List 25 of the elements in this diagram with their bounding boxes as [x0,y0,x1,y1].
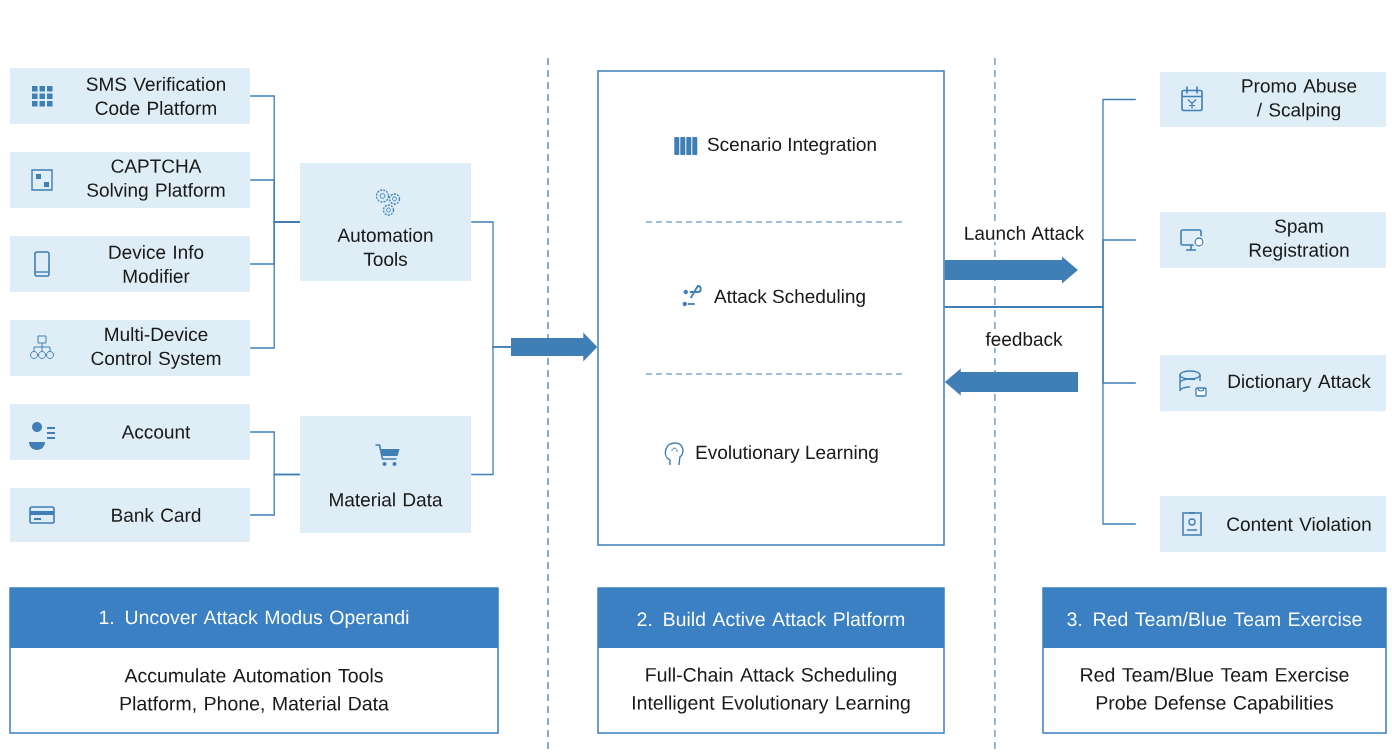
connector-line [249,473,301,516]
labelled-box: Material Data [300,416,471,533]
labelled-box: Promo Abuse / Scalping [1160,72,1386,127]
labelled-box: Content Violation [1160,496,1386,552]
step-card: 3. Red Team/Blue Team Exercise Red Team/Blue Team Exercise Probe Defense Capabilities [1042,587,1387,734]
edge-label: feedback [983,330,1065,348]
step-card: 2. Build Active Attack Platform Full-Chain Attack Scheduling Intelligent Evolutionary Learning [597,587,945,734]
step-card: 1. Uncover Attack Modus Operandi Accumulate Automation Tools Platform, Phone, Material Data [9,587,499,734]
labelled-box: Dictionary Attack [1160,355,1386,411]
labelled-box: Account [10,404,250,460]
labelled-box: Bank Card [10,488,250,542]
labelled-box: Automation Tools [300,163,471,281]
step-label: Evolutionary Learning [696,445,878,463]
step-label: Attack Scheduling [714,289,865,307]
connector-line [470,346,512,476]
edge-label: Launch Attack [961,224,1087,242]
labelled-box: SMS Verification Code Platform [10,68,250,124]
step-label: Scenario Integration [707,137,876,155]
connector-line [944,306,1137,525]
labelled-box: Device Info Modifier [10,236,250,292]
labelled-box: CAPTCHA Solving Platform [10,152,250,208]
labelled-box: Multi-Device Control System [10,320,250,376]
connector-line [249,221,301,349]
platform-box [597,70,945,546]
labelled-box: Spam Registration [1160,212,1386,268]
